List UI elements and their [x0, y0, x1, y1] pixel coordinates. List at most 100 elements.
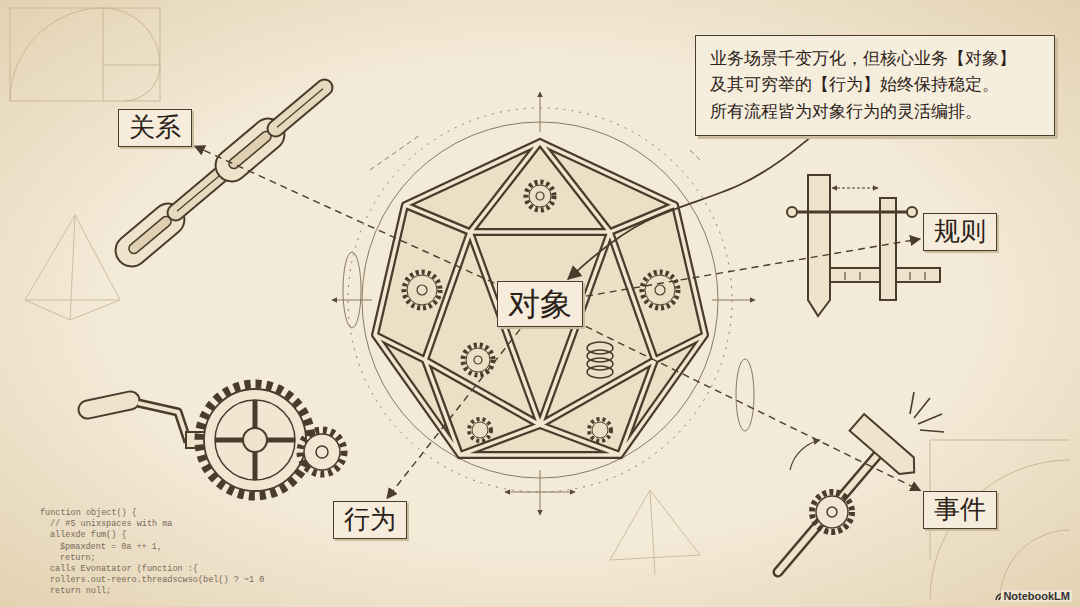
concept-label: 事件 [923, 491, 997, 530]
construction-line [348, 108, 732, 492]
note-callout: 业务场景千变万化，但核心业务【对象】 及其可穷举的【行为】始终保持稳定。 所有流… [695, 35, 1055, 136]
chain-links [109, 76, 336, 273]
hammer-tool [778, 392, 944, 572]
hammer-tool [850, 414, 922, 480]
hammer-tool [812, 492, 852, 532]
code-sketch-text: calls Evonatator (function :{ [50, 564, 198, 574]
relation-arrow [586, 239, 920, 296]
gear-symbol [469, 419, 491, 441]
construction-line [370, 135, 420, 170]
golden-spiral [103, 65, 160, 66]
gear-symbol [642, 272, 678, 308]
hammer-tool [914, 398, 930, 418]
code-sketch-text: rollers.out-reero.threadscwso(bel() ? ~1… [50, 575, 264, 585]
caliper-tool [832, 188, 878, 189]
crank-gear [215, 400, 295, 480]
construction-line [505, 492, 575, 493]
connector-group [195, 138, 921, 498]
code-sketch-text: function object() { [40, 508, 137, 518]
caliper-tool [787, 207, 797, 217]
golden-spiral [930, 460, 1070, 600]
chain-links [127, 214, 173, 255]
spring-coil [587, 342, 613, 378]
construction-line [343, 252, 361, 328]
callout-arrow [568, 138, 810, 279]
caliper-tool [925, 272, 926, 280]
golden-spiral [10, 8, 160, 101]
caliper-tool [860, 272, 861, 280]
watermark: NotebookLM [1001, 590, 1072, 602]
golden-spiral [930, 440, 1070, 441]
core-concept-label: 对象 [497, 281, 583, 327]
faint-sketch [25, 300, 70, 320]
construction-line [332, 92, 755, 515]
watermark-icon [996, 594, 1008, 600]
chain-links [177, 173, 223, 212]
gear-symbol [536, 192, 544, 200]
construction-line [690, 150, 700, 160]
caliper-tool [910, 272, 911, 280]
label-text: 规则 [934, 216, 986, 249]
icosahedron-frame [375, 142, 705, 455]
label-text: 事件 [934, 494, 986, 527]
spring-coil [587, 366, 613, 378]
caliper-tool [808, 175, 830, 316]
gear-symbol [472, 422, 488, 438]
golden-spiral [930, 440, 931, 560]
golden-spiral [103, 8, 104, 101]
chain-links [264, 76, 336, 140]
construction-line [332, 300, 372, 301]
hammer-tool [918, 414, 942, 424]
crank-gear [199, 384, 311, 496]
crank-gear [77, 384, 344, 496]
gear-symbol [469, 419, 491, 441]
gear-symbol [526, 182, 554, 210]
code-sketch-text: allexde fum() { [50, 530, 127, 540]
code-sketch-text: $pmaxdent = 0a ++ 1, [60, 542, 162, 552]
construction-line [736, 359, 754, 431]
hammer-tool [816, 496, 848, 528]
chain-links [227, 129, 273, 170]
caliper-tool [907, 207, 917, 217]
concept-label: 规则 [923, 213, 997, 252]
crank-gear [304, 434, 340, 470]
watermark-icon [996, 594, 1008, 600]
code-sketch-text: return null; [50, 586, 111, 596]
hammer-tool [850, 414, 922, 480]
faint-sketch [70, 300, 120, 320]
caliper-tool [787, 175, 940, 316]
gear-symbol [645, 275, 675, 305]
relation-arrow [387, 329, 520, 498]
gear-symbol [417, 285, 427, 295]
relation-arrow [586, 326, 921, 490]
crank-gear [138, 403, 188, 442]
watermark-icon [999, 597, 1005, 600]
gear-symbol [407, 275, 437, 305]
construction-line [362, 122, 718, 478]
construction-line [540, 92, 541, 132]
label-text: 关系 [129, 112, 181, 145]
concept-label: 行为 [333, 501, 407, 540]
icosahedron-frame [375, 142, 705, 455]
gear-symbol [404, 272, 440, 308]
code-sketch-text: return; [60, 553, 96, 563]
gear-symbol [466, 348, 490, 372]
hammer-tool [827, 507, 837, 517]
hammer-tool [920, 430, 944, 432]
gear-symbol [404, 272, 440, 308]
hammer-tool [790, 440, 820, 470]
icosahedron-frame [375, 142, 705, 455]
icosahedron-frame [375, 142, 705, 455]
chain-links [277, 89, 323, 128]
crank-gear [77, 390, 141, 420]
hammer-tool [778, 452, 880, 572]
gear-symbol [529, 185, 551, 207]
label-text: 行为 [344, 504, 396, 537]
relation-arrow [195, 146, 495, 283]
construction-line [712, 300, 755, 301]
